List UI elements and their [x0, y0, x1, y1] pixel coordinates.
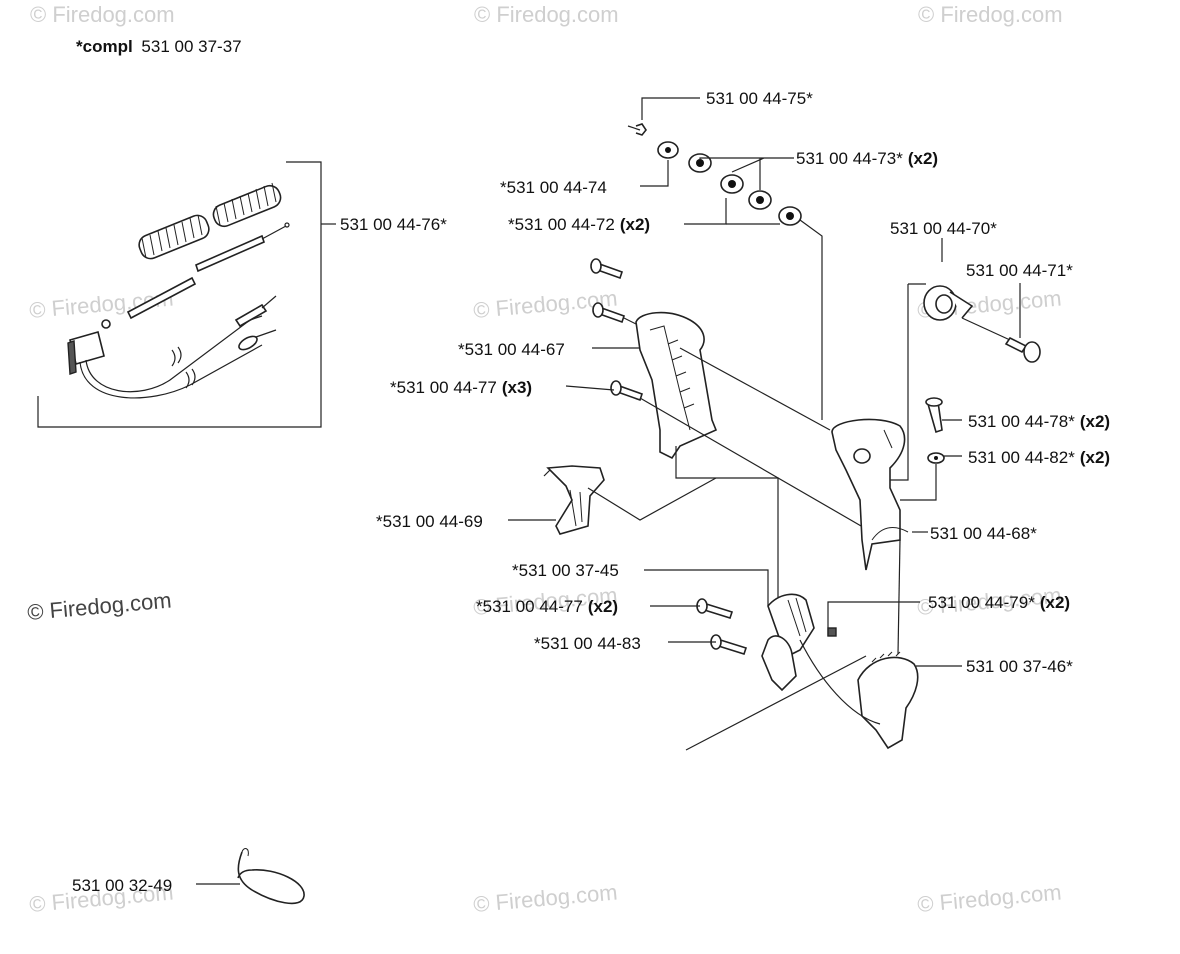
- label-531-00-44-77-x3: *531 00 44-77(x3): [390, 378, 532, 397]
- part-labels: 531 00 44-75* 531 00 44-73*(x2) *531 00 …: [72, 89, 1110, 895]
- label-531-00-44-68: 531 00 44-68*: [930, 524, 1037, 543]
- cable-tie: [237, 848, 305, 905]
- watermark: © Firedog.com: [916, 879, 1062, 917]
- label-531-00-44-72: *531 00 44-72(x2): [508, 215, 650, 234]
- watermark: © Firedog.com: [474, 2, 619, 27]
- label-531-00-44-67: *531 00 44-67: [458, 340, 565, 359]
- label-531-00-44-75: 531 00 44-75*: [706, 89, 813, 108]
- compl-prefix: *compl: [76, 37, 133, 56]
- watermark: © Firedog.com: [472, 879, 618, 917]
- label-531-00-44-69: *531 00 44-69: [376, 512, 483, 531]
- label-531-00-44-70: 531 00 44-70*: [890, 219, 997, 238]
- label-531-00-37-46: 531 00 37-46*: [966, 657, 1073, 676]
- leader-lines: [196, 347, 962, 885]
- watermarks: © Firedog.com © Firedog.com © Firedog.co…: [26, 2, 1062, 917]
- watermark: © Firedog.com: [30, 2, 175, 27]
- label-531-00-44-83: *531 00 44-83: [534, 634, 641, 653]
- label-531-00-44-74: *531 00 44-74: [500, 178, 607, 197]
- label-531-00-44-79: 531 00 44-79*(x2): [928, 593, 1070, 612]
- throttle-cable-assembly: [37, 161, 336, 428]
- label-531-00-44-78: 531 00 44-78*(x2): [968, 412, 1110, 431]
- label-531-00-44-71: 531 00 44-71*: [966, 261, 1073, 280]
- watermark: © Firedog.com: [918, 2, 1063, 27]
- washer-stack: [627, 97, 823, 420]
- label-531-00-44-77-x2: *531 00 44-77(x2): [476, 597, 618, 616]
- handle-assembly: [543, 258, 945, 751]
- label-531-00-44-73: 531 00 44-73*(x2): [796, 149, 938, 168]
- label-531-00-44-82: 531 00 44-82*(x2): [968, 448, 1110, 467]
- watermark-large: © Firedog.com: [26, 587, 172, 625]
- compl-header: *compl 531 00 37-37: [76, 37, 242, 56]
- label-531-00-32-49: 531 00 32-49: [72, 876, 172, 895]
- label-531-00-37-45: *531 00 37-45: [512, 561, 619, 580]
- compl-number: 531 00 37-37: [141, 37, 241, 56]
- label-531-00-44-76: 531 00 44-76*: [340, 215, 447, 234]
